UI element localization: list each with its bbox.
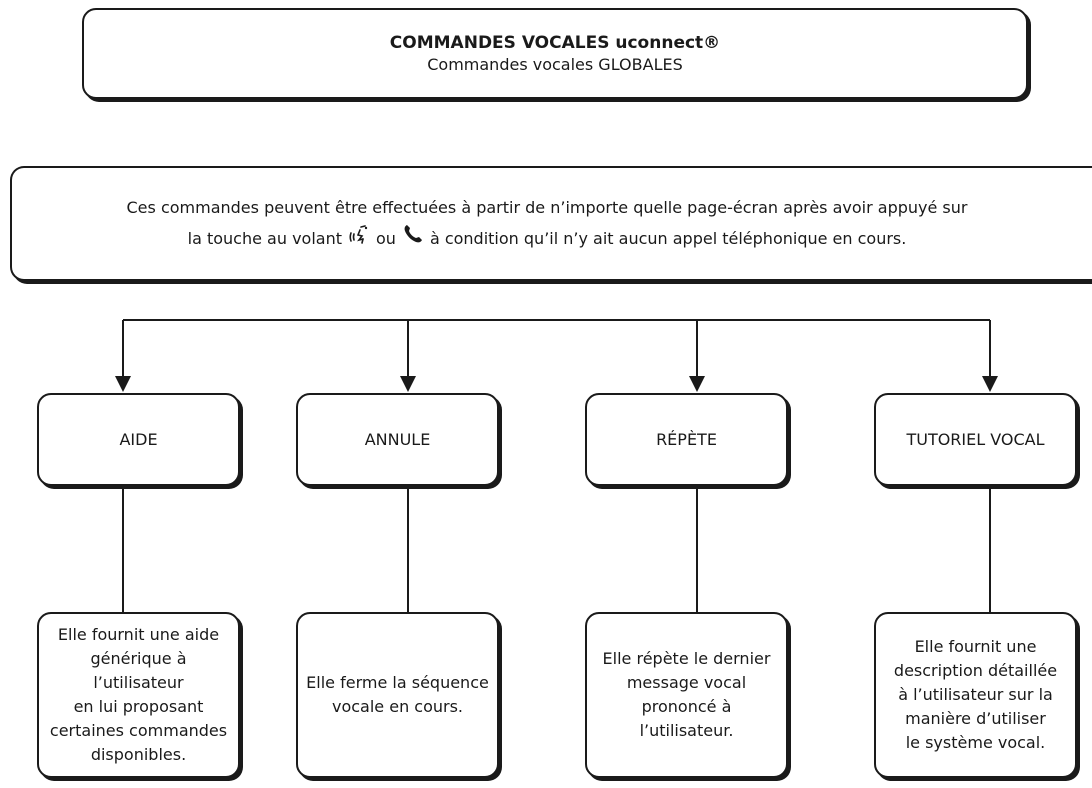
arrow-head-annule (400, 376, 416, 392)
intro-line-1: Ces commandes peuvent être effectuées à … (126, 197, 968, 217)
phone-icon (402, 223, 424, 255)
arrow-head-tutoriel (982, 376, 998, 392)
description-line: manière d’utiliser (905, 709, 1046, 728)
description-box-aide: Elle fournit une aide générique à l’util… (37, 612, 240, 778)
command-label-annule: ANNULE (364, 430, 431, 449)
description-line: Elle fournit une (914, 637, 1037, 656)
description-line: Elle répète le dernier (602, 649, 771, 668)
description-line: disponibles. (90, 745, 187, 764)
command-box-tutoriel-vocal: TUTORIEL VOCAL (874, 393, 1077, 486)
arrow-head-repete (689, 376, 705, 392)
diagram-subtitle: Commandes vocales GLOBALES (427, 55, 683, 74)
title-box: COMMANDES VOCALES uconnect® Commandes vo… (82, 8, 1028, 99)
description-line: certaines commandes (49, 721, 228, 740)
description-line: en lui proposant (73, 697, 204, 716)
diagram-title: COMMANDES VOCALES uconnect® (389, 33, 721, 53)
description-line: description détaillée (893, 661, 1058, 680)
command-box-aide: AIDE (37, 393, 240, 486)
command-label-aide: AIDE (119, 430, 158, 449)
command-label-repete: RÉPÈTE (656, 430, 717, 449)
description-box-annule: Elle ferme la séquence vocale en cours. (296, 612, 499, 778)
description-box-repete: Elle répète le dernier message vocal pro… (585, 612, 788, 778)
description-line: l’utilisateur. (639, 721, 734, 740)
intro-text-after: à condition qu’il n’y ait aucun appel té… (429, 228, 907, 248)
voice-command-icon (348, 223, 370, 255)
intro-line-2: la touche au volant ou à condition qu’il n… (187, 223, 907, 256)
description-line: vocale en cours. (331, 697, 464, 716)
intro-text-before: la touche au volant (187, 228, 342, 248)
intro-box: Ces commandes peuvent être effectuées à … (10, 166, 1092, 281)
description-line: Elle fournit une aide (57, 625, 220, 644)
command-box-repete: RÉPÈTE (585, 393, 788, 486)
command-box-annule: ANNULE (296, 393, 499, 486)
description-line: message vocal (626, 673, 747, 692)
description-line: prononcé à (641, 697, 732, 716)
intro-text-middle: ou (376, 228, 396, 248)
description-line: le système vocal. (905, 733, 1046, 752)
description-line: Elle ferme la séquence (306, 673, 489, 692)
description-box-tutoriel-vocal: Elle fournit une description détaillée à… (874, 612, 1077, 778)
arrow-head-aide (115, 376, 131, 392)
description-line: générique à l’utilisateur (90, 649, 187, 692)
command-label-tutoriel-vocal: TUTORIEL VOCAL (906, 430, 1045, 449)
description-line: à l’utilisateur sur la (898, 685, 1053, 704)
